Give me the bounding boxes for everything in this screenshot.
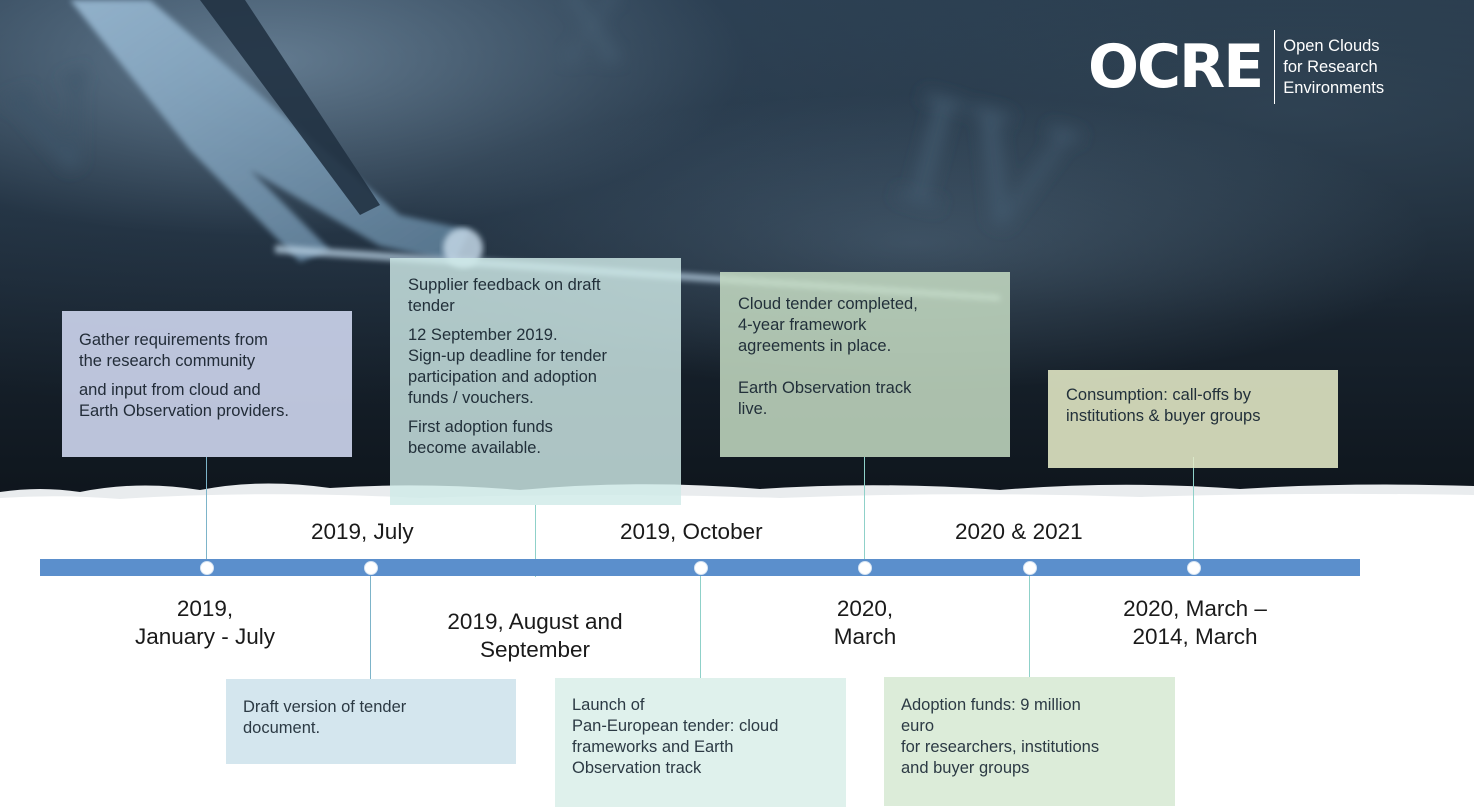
ocre-logo: OCRE Open Clouds for Research Environmen… (1088, 27, 1384, 107)
connector-line (206, 457, 207, 567)
connector-line (864, 457, 865, 567)
milestone-box: Draft version of tender document. (226, 679, 516, 764)
timeline-node (1187, 561, 1201, 575)
milestone-line: funds / vouchers. (408, 389, 534, 407)
milestone-line: participation and adoption (408, 368, 597, 386)
connector-line (1193, 457, 1194, 567)
logo-tagline-line: Environments (1283, 78, 1385, 97)
milestone-line: for researchers, institutions (901, 738, 1100, 756)
milestone-text: Earth Observation track live. (738, 378, 996, 420)
milestone-line: euro (901, 717, 935, 735)
milestone-line: Draft version of tender (243, 698, 407, 716)
milestone-text: Gather requirements from the research co… (79, 330, 338, 372)
milestone-text: Supplier feedback on draft tender (408, 275, 667, 317)
timeline-node (200, 561, 214, 575)
milestone-text: First adoption funds become available. (408, 417, 667, 459)
timeline-node (858, 561, 872, 575)
clock-photo-graphic: V IV X (0, 0, 1474, 505)
milestone-line: institutions & buyer groups (1066, 407, 1261, 425)
logo-tagline-line: Open Clouds (1283, 36, 1380, 55)
milestone-box: Launch of Pan-European tender: cloud fra… (555, 678, 846, 807)
milestone-line: live. (738, 400, 768, 418)
connector-line (700, 570, 701, 678)
milestone-line: the research community (79, 352, 256, 370)
period-label-line: March (833, 624, 897, 649)
milestone-line: document. (243, 719, 321, 737)
milestone-line: 4-year framework (738, 316, 867, 334)
timeline-node (694, 561, 708, 575)
timeline-node (1023, 561, 1037, 575)
svg-text:IV: IV (879, 62, 1088, 274)
logo-tagline: Open Clouds for Research Environments (1283, 36, 1384, 99)
milestone-box: Supplier feedback on draft tender 12 Sep… (390, 258, 681, 505)
milestone-line: agreements in place. (738, 337, 892, 355)
milestone-text: 12 September 2019. Sign-up deadline for … (408, 325, 667, 409)
period-label-line: September (479, 637, 591, 662)
milestone-box: Gather requirements from the research co… (62, 311, 352, 457)
period-label: 2019, October (620, 519, 763, 544)
milestone-line: Supplier feedback on draft (408, 276, 601, 294)
milestone-line: Pan-European tender: cloud (572, 717, 779, 735)
milestone-line: Consumption: call-offs by (1066, 386, 1251, 404)
milestone-line: frameworks and Earth (572, 738, 734, 756)
milestone-text: Draft version of tender document. (243, 697, 502, 739)
period-label: 2020, March (810, 595, 920, 651)
period-label-line: 2020, (836, 596, 894, 621)
milestone-line: Cloud tender completed, (738, 295, 918, 313)
logo-tagline-line: for Research (1283, 57, 1378, 76)
connector-line (370, 570, 371, 680)
milestone-line: Gather requirements from (79, 331, 268, 349)
period-label-line: 2014, March (1132, 624, 1258, 649)
period-label-line: 2019, August and (447, 609, 623, 634)
milestone-line: Adoption funds: 9 million (901, 696, 1081, 714)
milestone-line: become available. (408, 439, 541, 457)
period-label-line: 2020, March – (1123, 596, 1267, 621)
milestone-line: Observation track (572, 759, 702, 777)
milestone-line: and buyer groups (901, 759, 1030, 777)
connector-line (535, 505, 536, 577)
period-label: 2020 & 2021 (955, 519, 1083, 544)
milestone-box: Cloud tender completed, 4-year framework… (720, 272, 1010, 457)
milestone-box: Consumption: call-offs by institutions &… (1048, 370, 1338, 468)
milestone-line: 12 September 2019. (408, 326, 558, 344)
milestone-line: and input from cloud and (79, 381, 261, 399)
period-label: 2019, August and September (425, 608, 645, 664)
milestone-text: Consumption: call-offs by institutions &… (1066, 385, 1324, 427)
milestone-box: Adoption funds: 9 million euro for resea… (884, 677, 1175, 806)
svg-text:X: X (560, 0, 624, 82)
milestone-line: tender (408, 297, 455, 315)
connector-line (1029, 570, 1030, 677)
period-label: 2020, March – 2014, March (1095, 595, 1295, 651)
milestone-text: Launch of Pan-European tender: cloud fra… (572, 695, 832, 779)
period-label-line: 2019, (176, 596, 234, 621)
milestone-line: First adoption funds (408, 418, 553, 436)
milestone-line: Earth Observation providers. (79, 402, 290, 420)
milestone-text: and input from cloud and Earth Observati… (79, 380, 338, 422)
milestone-text: Adoption funds: 9 million euro for resea… (901, 695, 1161, 779)
timeline-node (364, 561, 378, 575)
svg-text:V: V (0, 48, 126, 210)
milestone-text: Cloud tender completed, 4-year framework… (738, 294, 996, 357)
ocre-wordmark: OCRE (1088, 32, 1264, 102)
logo-divider (1274, 30, 1276, 104)
period-label-line: January - July (134, 624, 276, 649)
period-label: 2019, January - July (125, 595, 285, 651)
milestone-line: Earth Observation track (738, 379, 912, 397)
milestone-line: Sign-up deadline for tender (408, 347, 608, 365)
period-label: 2019, July (311, 519, 414, 544)
milestone-line: Launch of (572, 696, 645, 714)
